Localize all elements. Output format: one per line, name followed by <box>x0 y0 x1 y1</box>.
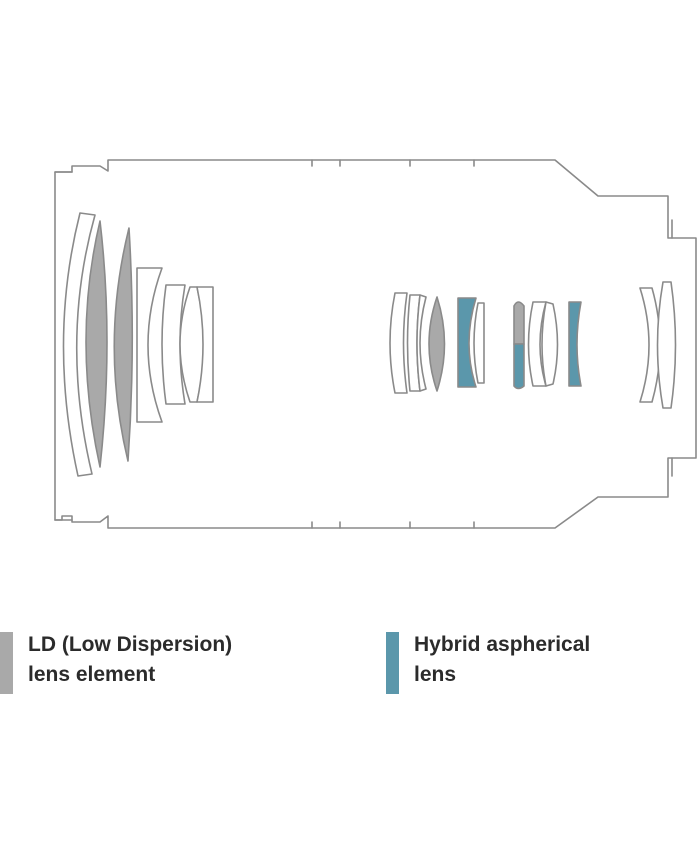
legend-hybrid-line1: Hybrid aspherical <box>414 633 591 656</box>
lens-element-19 <box>656 281 677 409</box>
lens-element-5 <box>161 284 186 405</box>
legend-hybrid-line2: lens <box>414 663 457 686</box>
lens-element-14-lower-hybrid <box>513 343 525 390</box>
lens-element-8 <box>389 292 408 394</box>
lens-element-17-hybrid <box>568 301 582 387</box>
legend-hybrid-label: Hybrid aspherical lens <box>414 630 700 690</box>
teal-swatch-icon <box>386 632 399 694</box>
lens-barrel-outline <box>54 159 697 529</box>
legend-ld-line2: lens element <box>28 663 156 686</box>
lens-element-18 <box>639 287 661 403</box>
lens-element-4 <box>136 267 163 423</box>
legend-ld-line1: LD (Low Dispersion) <box>28 633 233 656</box>
lens-element-11-ld <box>428 296 446 392</box>
gray-swatch-icon <box>0 632 13 694</box>
lens-element-3-ld <box>113 227 134 462</box>
lens-element-13 <box>473 302 485 384</box>
lens-element-14-upper-ld <box>513 301 525 345</box>
lens-element-1 <box>62 212 96 477</box>
barrel-segment-marks <box>311 159 673 529</box>
lens-element-12-hybrid <box>457 297 477 388</box>
lens-element-2-ld <box>85 220 108 468</box>
legend-ld-label: LD (Low Dispersion) lens element <box>28 630 328 690</box>
lens-element-16 <box>541 301 559 387</box>
lens-element-10 <box>416 294 427 392</box>
barrel-inner-line <box>54 171 73 521</box>
lens-construction-diagram <box>54 159 697 529</box>
lens-element-7 <box>196 286 214 403</box>
